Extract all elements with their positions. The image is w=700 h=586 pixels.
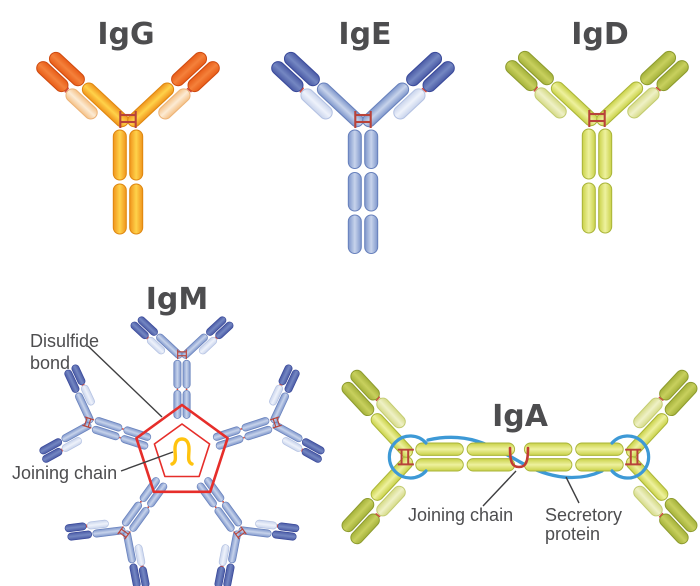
igm-joining-chain-icon bbox=[170, 437, 194, 466]
secretory-protein-label-line2: protein bbox=[545, 524, 600, 544]
ige-title: IgE bbox=[338, 17, 391, 52]
igm-title: IgM bbox=[146, 282, 209, 317]
igd-antibody bbox=[505, 50, 689, 234]
igm-joining-chain-pointer bbox=[120, 451, 174, 472]
secretory-protein-label-line1: Secretory bbox=[545, 505, 622, 525]
secretory-protein-loop-right bbox=[610, 434, 651, 480]
igg-antibody bbox=[36, 51, 220, 235]
secretory-protein-pointer bbox=[565, 476, 580, 504]
iga-title: IgA bbox=[492, 399, 549, 434]
igm-unit-4 bbox=[64, 477, 168, 586]
iga-joining-chain-icon bbox=[508, 446, 530, 469]
igd-title: IgD bbox=[571, 17, 629, 52]
iga-left-antibody bbox=[341, 369, 516, 545]
igm-disulfide-pentagon-outer-icon bbox=[135, 403, 229, 494]
secretory-protein-loop-left bbox=[387, 434, 428, 480]
disulfide-bond-pointer bbox=[87, 345, 163, 418]
ige-antibody bbox=[271, 51, 455, 254]
igm-joining-chain-label: Joining chain bbox=[12, 463, 117, 483]
igm-unit-2 bbox=[212, 364, 325, 463]
igm-disulfide-pentagon-inner-icon bbox=[153, 423, 211, 478]
secretory-protein-curve bbox=[426, 435, 604, 480]
disulfide-bond-label-line1: Disulfide bbox=[30, 331, 99, 351]
igg-title: IgG bbox=[97, 17, 154, 52]
igm-unit-5 bbox=[39, 364, 152, 463]
iga-joining-chain-pointer bbox=[482, 470, 517, 507]
iga-right-antibody bbox=[523, 369, 698, 545]
igm-unit-1 bbox=[130, 316, 234, 419]
disulfide-bond-label-line2: bond bbox=[30, 353, 70, 373]
igm-unit-3 bbox=[196, 477, 300, 586]
antibody-layer bbox=[36, 50, 698, 586]
iga-joining-chain-label: Joining chain bbox=[408, 505, 513, 525]
